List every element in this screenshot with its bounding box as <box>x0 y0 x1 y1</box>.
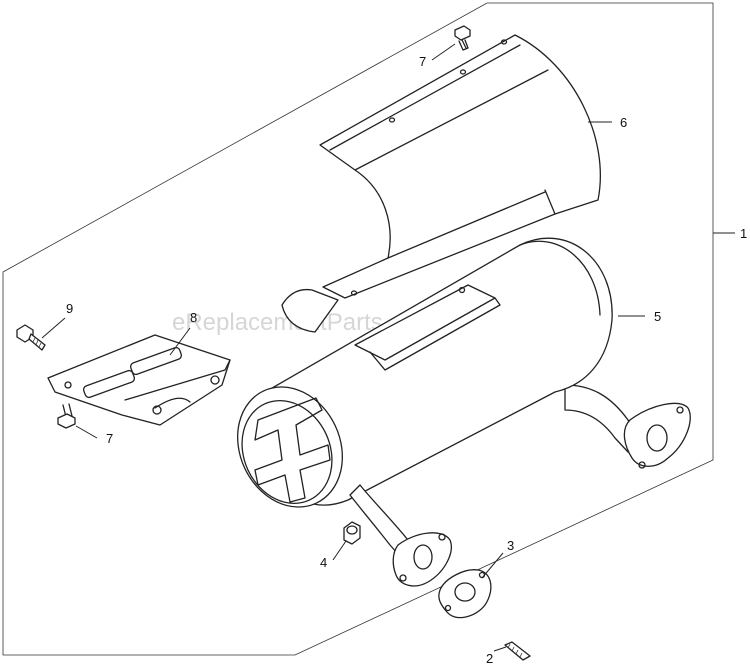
leader-2 <box>493 646 507 652</box>
gasket-part-3 <box>438 569 492 619</box>
assembly-boundary <box>2 2 714 656</box>
callout-8: 8 <box>190 310 197 325</box>
callout-3: 3 <box>507 538 514 553</box>
leader-7b <box>75 425 98 439</box>
callout-1: 1 <box>740 226 747 241</box>
callout-9: 9 <box>66 301 73 316</box>
bolt-part-9 <box>16 324 46 351</box>
nut-part-4 <box>343 521 361 545</box>
leader-9 <box>41 317 66 339</box>
leader-7a <box>431 43 456 61</box>
callout-7-bottom: 7 <box>106 431 113 446</box>
leader-4 <box>332 540 347 561</box>
bracket-part-8 <box>47 334 231 426</box>
callout-4: 4 <box>320 555 327 570</box>
callout-7-top: 7 <box>419 54 426 69</box>
bolt-part-7-bottom <box>57 403 76 429</box>
bolt-part-7-top <box>454 25 471 51</box>
heat-shield-part-6 <box>319 34 601 299</box>
callout-2: 2 <box>486 651 493 666</box>
leader-3 <box>481 552 504 579</box>
stud-part-2 <box>504 641 531 661</box>
leader-8 <box>169 327 191 356</box>
muffler-part-5 <box>237 237 691 587</box>
callout-5: 5 <box>654 309 661 324</box>
leader-lines <box>41 43 735 652</box>
callout-6: 6 <box>620 115 627 130</box>
